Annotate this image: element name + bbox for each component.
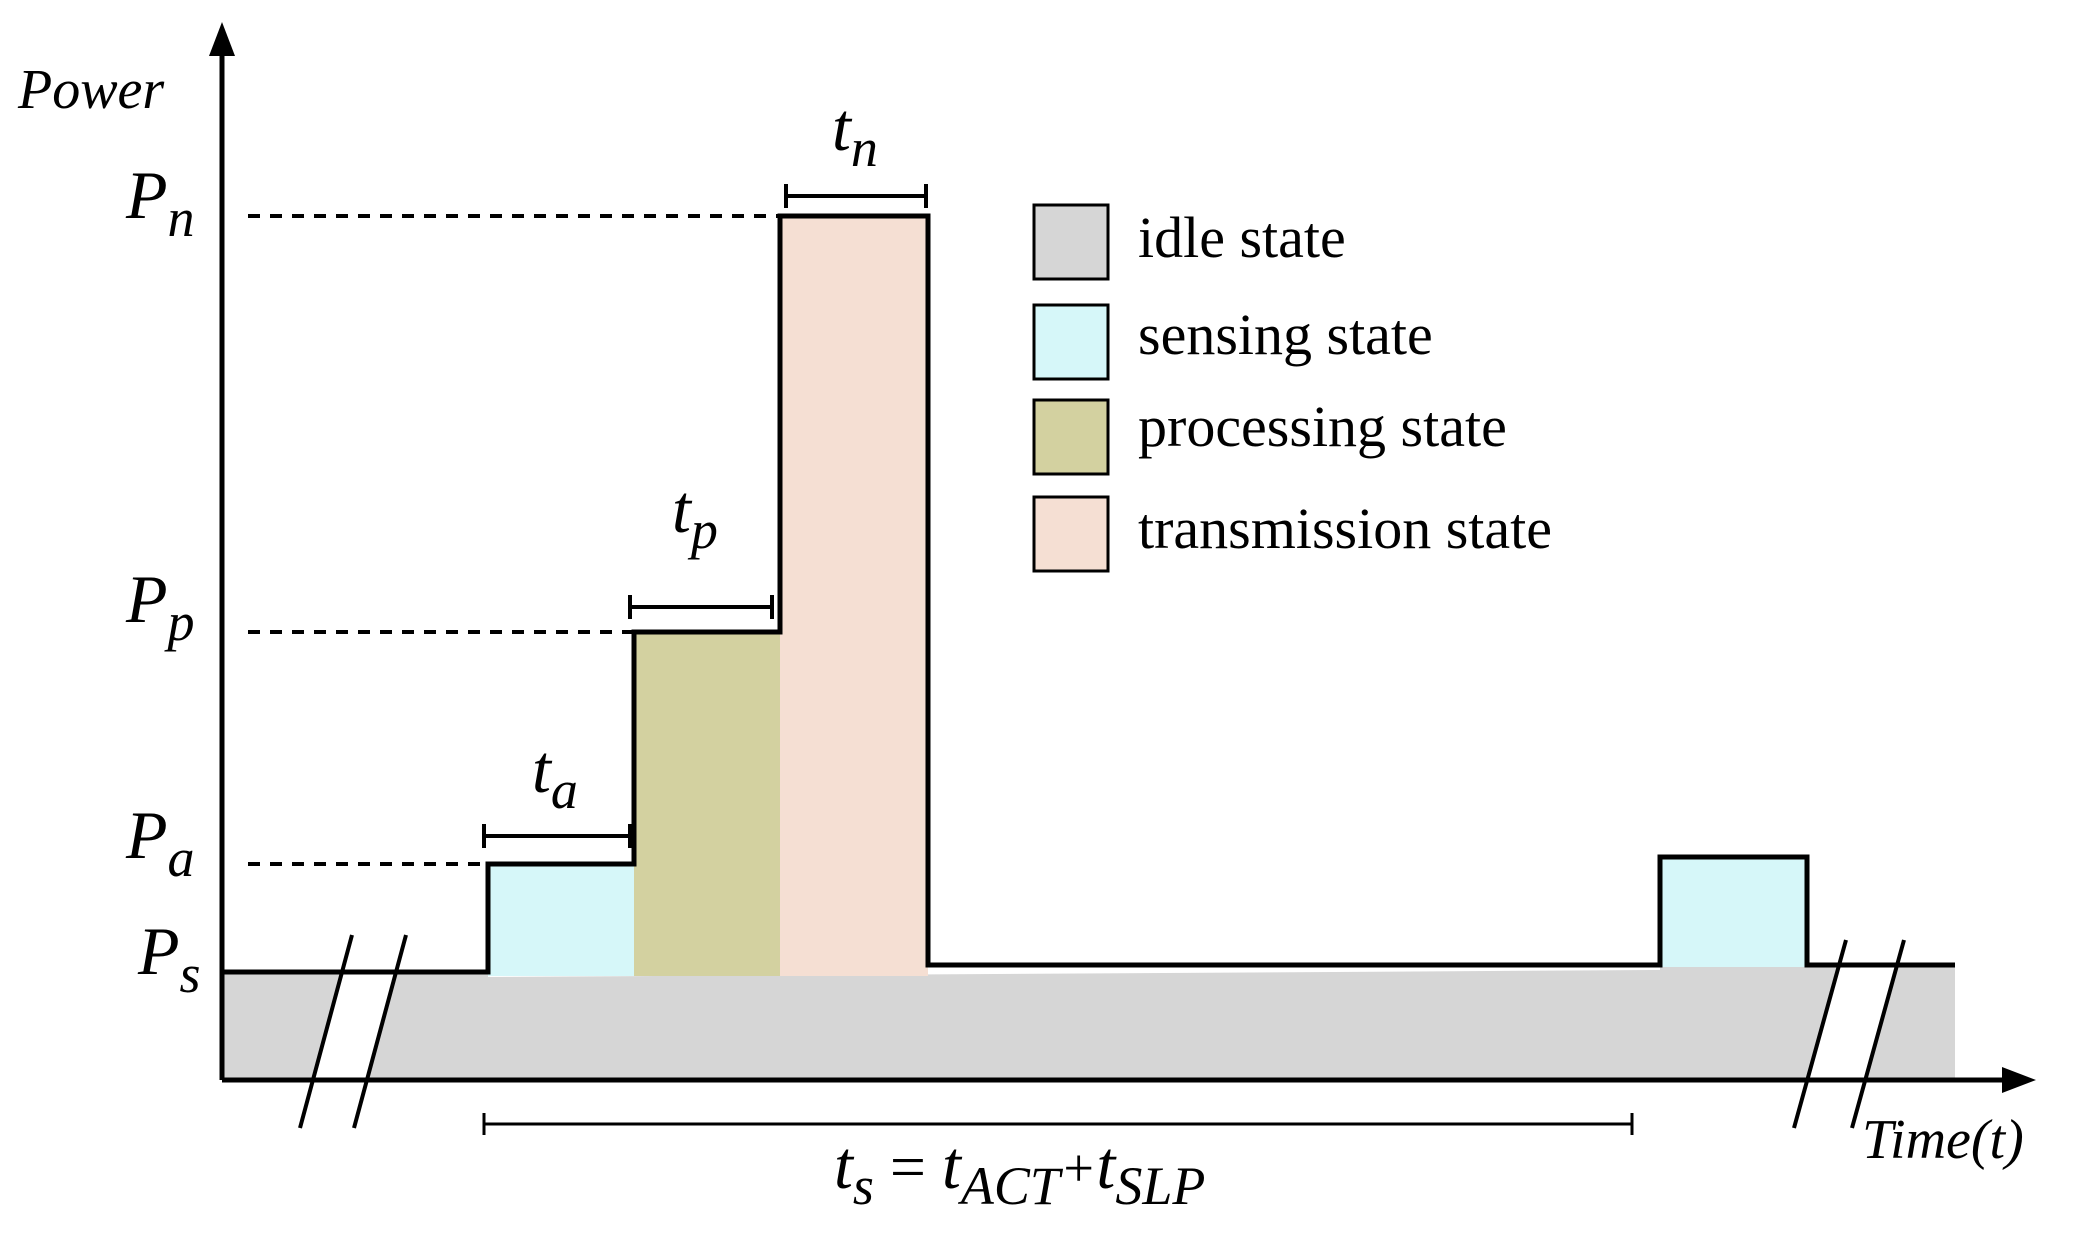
idle-region xyxy=(222,963,1955,1080)
power-curve xyxy=(222,213,1955,975)
legend-label-idle: idle state xyxy=(1138,205,1346,270)
x-axis-arrowhead xyxy=(2002,1067,2036,1093)
axis-break-mark-left-1 xyxy=(298,934,354,1129)
bracket-ta xyxy=(482,824,632,848)
sensing-block-2 xyxy=(1660,857,1807,967)
legend-swatch-processing xyxy=(1032,398,1110,476)
transmission-block xyxy=(780,216,928,976)
bracket-tn xyxy=(784,184,928,208)
axis-break-mark-left-2 xyxy=(352,934,408,1129)
sensing-block-1 xyxy=(488,864,634,976)
duration-label-tp: tp xyxy=(672,471,718,560)
bracket-tp xyxy=(628,595,774,619)
legend: idle state sensing state processing stat… xyxy=(1032,203,1552,573)
duration-label-ta: ta xyxy=(532,731,578,820)
x-axis-label: Time(t) xyxy=(1862,1109,2024,1171)
legend-swatch-sensing xyxy=(1032,303,1110,381)
legend-swatch-transmission xyxy=(1032,495,1110,573)
power-label-ps: Ps xyxy=(137,913,201,1004)
legend-label-transmission: transmission state xyxy=(1138,496,1552,561)
bracket-ts xyxy=(482,1113,1634,1135)
power-label-pn: Pn xyxy=(125,157,195,248)
period-equation: ts = tACT+tSLP xyxy=(834,1127,1205,1216)
y-axis-arrowhead xyxy=(209,22,235,56)
legend-label-sensing: sensing state xyxy=(1138,302,1433,367)
duration-label-tn: tn xyxy=(832,89,878,178)
legend-swatch-idle xyxy=(1032,203,1110,281)
power-label-pa: Pa xyxy=(125,797,195,888)
processing-block xyxy=(634,632,780,976)
y-axis-label: Power xyxy=(17,59,164,121)
legend-label-processing: processing state xyxy=(1138,394,1507,459)
axis-break-mark-right-1 xyxy=(1792,939,1848,1129)
axis-break-mark-right-2 xyxy=(1850,939,1906,1129)
power-label-pp: Pp xyxy=(125,561,195,652)
